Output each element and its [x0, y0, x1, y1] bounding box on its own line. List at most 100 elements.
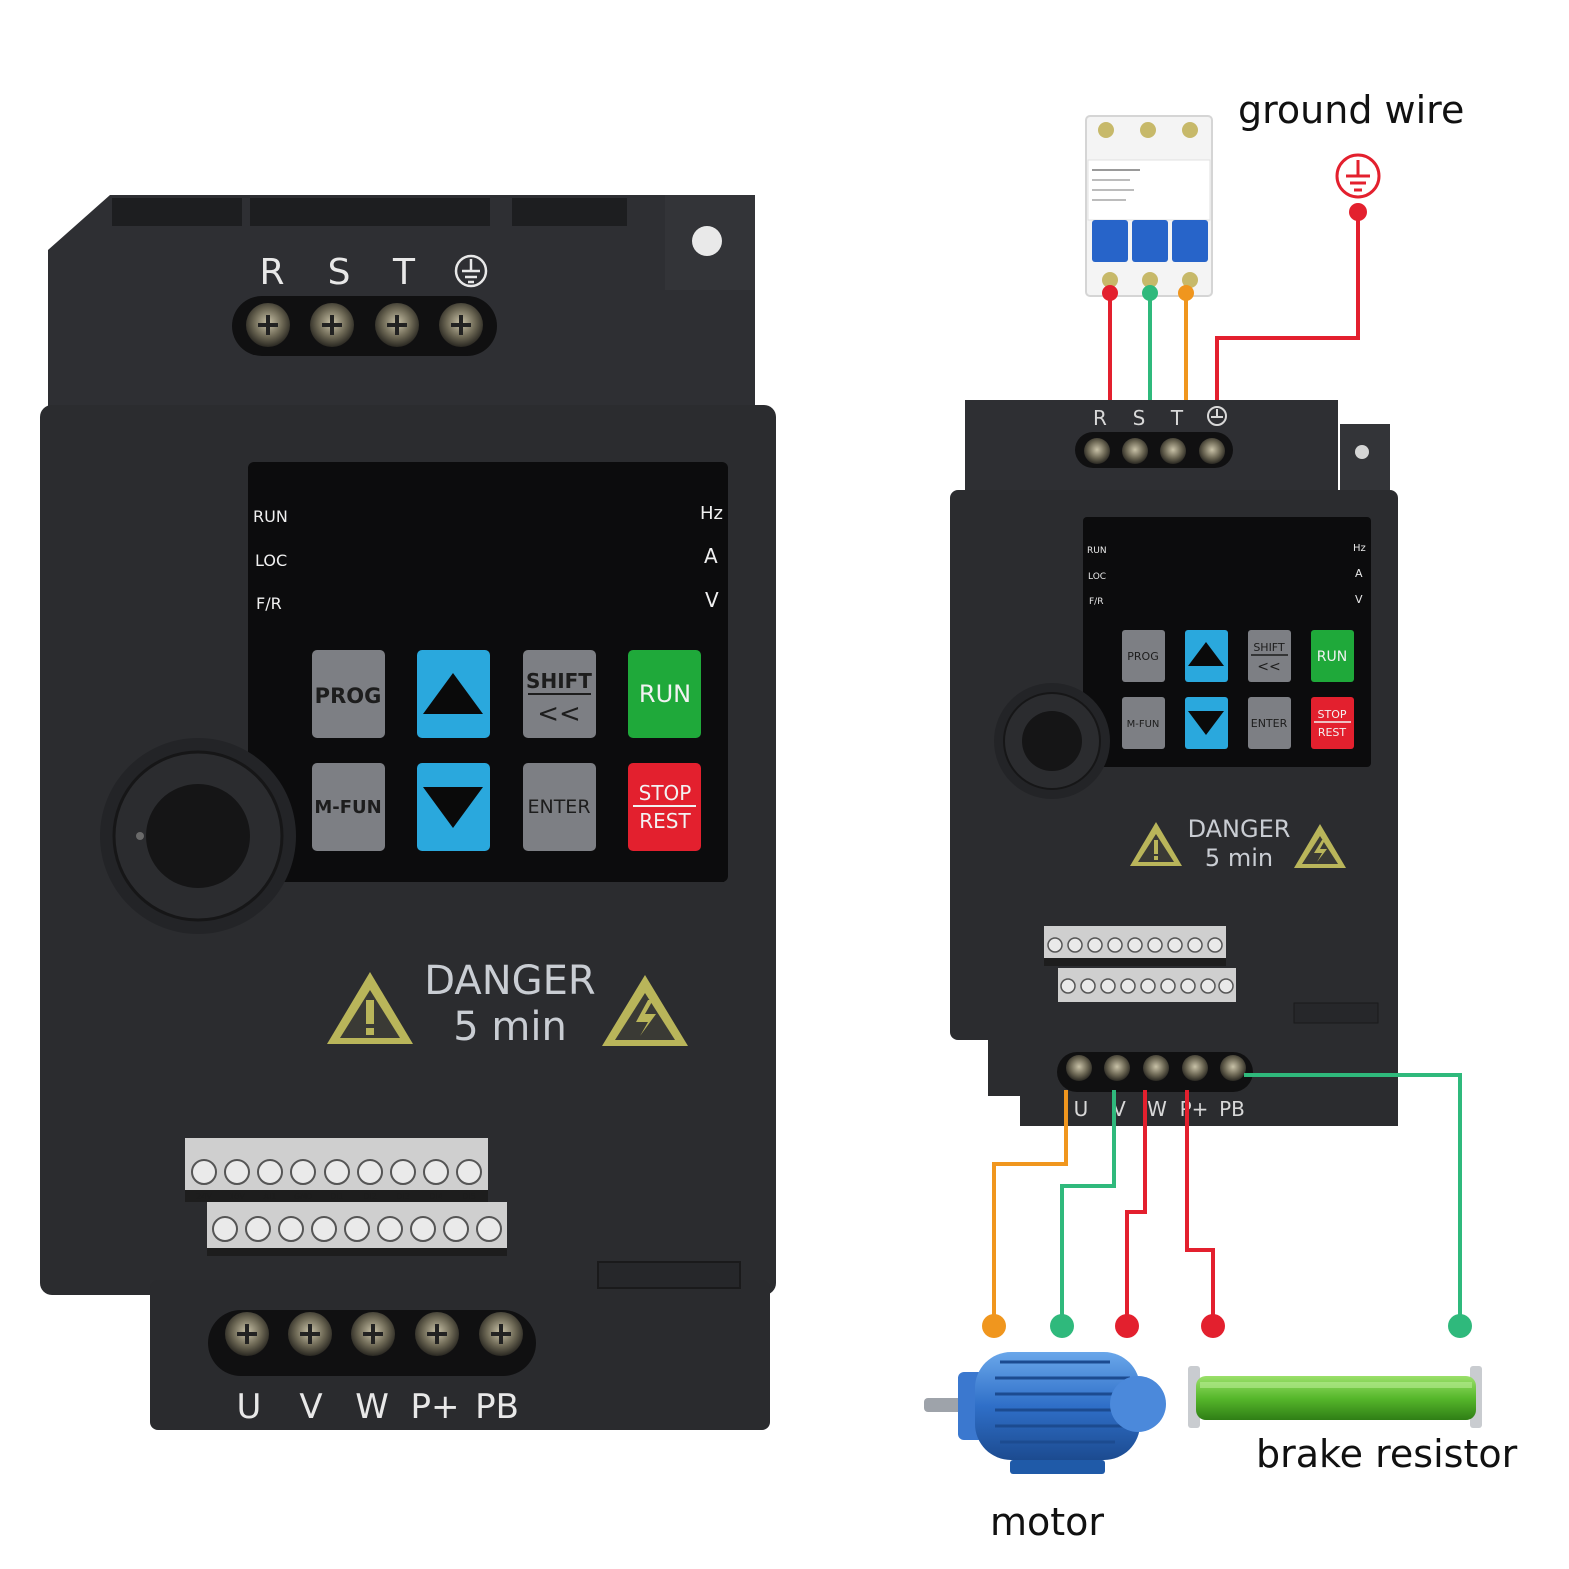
terminal-screw-icon [1220, 1055, 1246, 1081]
warning-exclamation-icon [327, 972, 413, 1044]
terminal-screw-icon [1120, 978, 1136, 994]
control-terminal-label: 24V [196, 1192, 212, 1201]
prog-key[interactable]: PROG [312, 650, 385, 738]
small-mfun-key[interactable]: M-FUN [1122, 697, 1165, 749]
terminal-screw-icon [1199, 438, 1225, 464]
brake-resistor-icon [1188, 1366, 1482, 1428]
small-potentiometer-knob[interactable] [994, 683, 1110, 799]
terminal-screw-icon [1182, 1055, 1208, 1081]
circuit-breaker [1085, 115, 1213, 297]
down-arrow-icon [423, 787, 483, 828]
brake-resistor-label: brake resistor [1256, 1432, 1518, 1476]
control-terminal-label: DI3 [396, 1192, 410, 1201]
small-up-key[interactable] [1185, 630, 1228, 682]
small-terminal-label-s: S [1133, 406, 1146, 430]
indicator-run: RUN [253, 507, 288, 526]
motor-label: motor [990, 1500, 1105, 1544]
up-key[interactable] [417, 650, 490, 738]
down-arrow-icon [1188, 711, 1224, 735]
unit-a: A [704, 544, 718, 568]
svg-text:<<: << [537, 699, 581, 729]
small-down-key[interactable] [1185, 697, 1228, 749]
enter-key[interactable]: ENTER [523, 763, 596, 851]
small-stop-reset-key[interactable]: STOP REST [1311, 697, 1354, 749]
svg-text:STOP: STOP [639, 781, 692, 805]
terminal-screw-icon [1200, 978, 1216, 994]
terminal-screw-icon [288, 1312, 332, 1356]
svg-text:REST: REST [639, 809, 691, 833]
small-enter-key[interactable]: ENTER [1248, 697, 1291, 749]
svg-text:REST: REST [1318, 726, 1347, 739]
unit-v: V [705, 588, 719, 612]
svg-text:RUN: RUN [639, 680, 691, 708]
shift-key[interactable]: SHIFT << [523, 650, 596, 738]
up-arrow-icon [1188, 642, 1224, 666]
input-wires [1108, 212, 1360, 402]
terminal-screw-icon [1084, 438, 1110, 464]
output-wires [992, 1073, 1462, 1326]
terminal-screw-icon [1087, 937, 1103, 953]
terminal-screw-icon [377, 1216, 403, 1242]
terminal-screw-icon [212, 1216, 238, 1242]
control-terminal-label: DI5 [462, 1192, 476, 1201]
terminal-label-t: T [392, 252, 416, 293]
unit-hz: Hz [700, 503, 723, 524]
small-prog-key[interactable]: PROG [1122, 630, 1165, 682]
control-terminal-label: DI2 [363, 1192, 377, 1201]
terminal-screw-icon [191, 1159, 217, 1185]
ground-symbol-icon [454, 254, 488, 288]
small-terminal-label-p-plus: P+ [1180, 1097, 1209, 1121]
stop-reset-key[interactable]: STOP REST [628, 763, 701, 851]
control-terminal-label: DI4 [429, 1192, 443, 1201]
terminal-screw-icon [311, 1216, 337, 1242]
terminal-screw-icon [1067, 937, 1083, 953]
terminal-screw-icon [1180, 978, 1196, 994]
small-terminal-label-pb: PB [1219, 1097, 1245, 1121]
small-warning-exclamation-icon [1130, 822, 1182, 866]
terminal-screw-icon [1147, 937, 1163, 953]
small-unit-v: V [1355, 593, 1363, 606]
down-key[interactable] [417, 763, 490, 851]
small-run-key[interactable]: RUN [1311, 630, 1354, 682]
terminal-screw-icon [324, 1159, 350, 1185]
terminal-screw-icon [225, 1312, 269, 1356]
terminal-screw-icon [415, 1312, 459, 1356]
small-discharge-time-text: 5 min [1205, 844, 1273, 872]
terminal-screw-icon [246, 303, 290, 347]
terminal-screw-icon [1218, 978, 1234, 994]
svg-text:M-FUN: M-FUN [314, 797, 381, 818]
svg-text:ENTER: ENTER [1251, 717, 1288, 730]
svg-text:STOP: STOP [1318, 708, 1347, 721]
svg-text:PROG: PROG [315, 684, 382, 708]
small-terminal-label-w: W [1147, 1097, 1167, 1121]
svg-text:RUN: RUN [1317, 649, 1347, 665]
svg-text:<<: << [1257, 659, 1280, 675]
control-terminal-label: AI1 [264, 1192, 277, 1201]
svg-text:SHIFT: SHIFT [526, 669, 592, 693]
terminal-screw-icon [1140, 978, 1156, 994]
indicator-loc: LOC [255, 551, 287, 570]
small-ground-symbol-icon [1207, 406, 1227, 426]
terminal-screw-icon [1160, 978, 1176, 994]
terminal-screw-icon [310, 303, 354, 347]
terminal-label-u: U [237, 1387, 262, 1427]
terminal-label-r: R [259, 252, 284, 293]
control-terminal-label: GND [294, 1192, 312, 1201]
small-inverter: R S T RUN LOC F/R Hz A V PROG SHIFT [950, 400, 1398, 1126]
terminal-screw-icon [357, 1159, 383, 1185]
terminal-label-p-plus: P+ [411, 1387, 460, 1427]
svg-text:PROG: PROG [1127, 650, 1158, 663]
terminal-screw-icon [375, 303, 419, 347]
terminal-screw-icon [1143, 1055, 1169, 1081]
terminal-screw-icon [456, 1159, 482, 1185]
terminal-screw-icon [290, 1159, 316, 1185]
mfun-key[interactable]: M-FUN [312, 763, 385, 851]
terminal-screw-icon [344, 1216, 370, 1242]
run-key[interactable]: RUN [628, 650, 701, 738]
up-arrow-icon [423, 673, 483, 714]
terminal-label-w: W [355, 1387, 389, 1427]
potentiometer-knob[interactable] [100, 738, 296, 934]
motor-icon [924, 1352, 1166, 1474]
terminal-label-v: V [299, 1387, 322, 1427]
small-shift-key[interactable]: SHIFT << [1248, 630, 1291, 682]
